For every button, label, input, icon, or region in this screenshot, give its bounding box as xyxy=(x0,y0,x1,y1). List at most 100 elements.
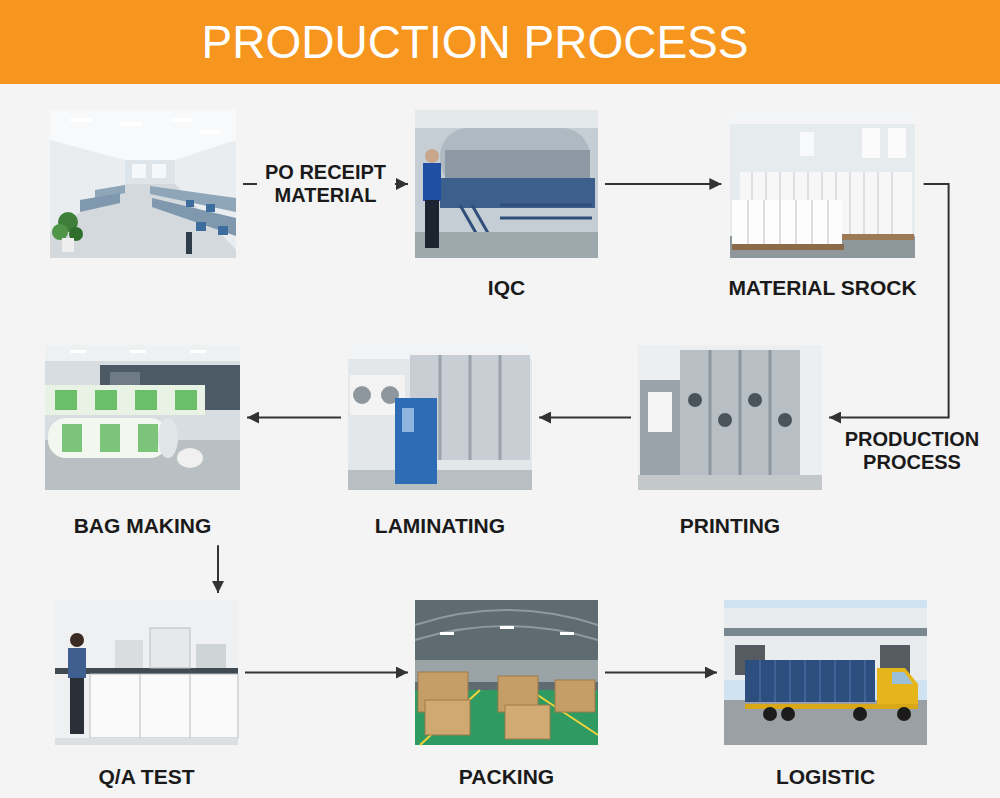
laminating-photo-part xyxy=(402,408,414,432)
logistic-photo-part xyxy=(724,700,927,745)
photo-slot xyxy=(724,600,927,745)
step-caption: Q/A TEST xyxy=(98,765,194,789)
bag-making-photo xyxy=(45,345,240,490)
printing-photo-part xyxy=(638,475,822,490)
bag-making-photo-part xyxy=(95,390,117,410)
material-stock-photo-part xyxy=(800,132,814,156)
qa-test-photo-part xyxy=(70,678,84,734)
flow-arrow xyxy=(829,184,949,418)
iqc-photo-part xyxy=(425,149,439,163)
qa-test-photo-part xyxy=(55,738,238,745)
photo-slot xyxy=(730,110,915,258)
logistic-photo-part xyxy=(745,660,875,702)
packing-photo xyxy=(415,600,598,745)
office-photo xyxy=(50,110,236,258)
bag-making-photo-part xyxy=(175,390,197,410)
packing-photo-part xyxy=(440,632,454,635)
printing-photo-part xyxy=(640,380,680,475)
page-title: PRODUCTION PROCESS xyxy=(0,0,950,84)
edge-label: PRODUCTION PROCESS xyxy=(828,426,996,476)
photo-slot xyxy=(50,110,236,258)
step-caption: LOGISTIC xyxy=(776,765,875,789)
laminating-photo-part xyxy=(440,355,500,460)
laminating-photo-part xyxy=(395,398,437,484)
material-stock-photo-part xyxy=(730,110,915,258)
process-step xyxy=(50,110,236,258)
bag-making-photo-part xyxy=(130,350,146,353)
photo-slot xyxy=(638,345,822,490)
flow-arrow xyxy=(245,672,408,674)
flow-arrow xyxy=(605,183,721,185)
step-caption: IQC xyxy=(488,276,525,300)
bag-making-photo-part xyxy=(138,424,158,452)
packing-photo-part xyxy=(505,705,550,739)
bag-making-photo-part xyxy=(62,424,82,452)
photo-slot xyxy=(415,600,598,745)
office-photo-part xyxy=(132,164,146,178)
edge-label: PO RECEIPT MATERIAL xyxy=(257,159,395,209)
bag-making-photo-part xyxy=(135,390,157,410)
logistic-photo-part xyxy=(853,707,867,721)
title-bar: PRODUCTION PROCESS xyxy=(0,0,1000,84)
iqc-photo-part xyxy=(415,110,598,128)
office-photo-part xyxy=(218,226,228,235)
packing-photo-part xyxy=(555,680,595,712)
office-photo-part xyxy=(62,238,74,252)
process-step: MATERIAL SROCK xyxy=(728,110,916,300)
material-stock-photo-part xyxy=(748,200,828,244)
material-stock-photo-part xyxy=(730,110,915,124)
logistic-photo-part xyxy=(724,600,927,745)
process-step: LOGISTIC xyxy=(724,600,927,789)
office-photo-part xyxy=(125,160,175,184)
flow-arrow xyxy=(605,672,717,674)
bag-making-photo-part xyxy=(45,345,240,361)
material-stock-photo xyxy=(730,110,915,258)
office-photo-part xyxy=(120,122,142,126)
bag-making-photo-part xyxy=(177,448,203,468)
photo-slot xyxy=(45,345,240,490)
laminating-photo-part xyxy=(348,470,532,490)
step-caption: PACKING xyxy=(459,765,554,789)
printing-photo-part xyxy=(680,350,800,475)
packing-photo-part xyxy=(560,632,574,635)
logistic-photo xyxy=(724,600,927,745)
office-photo-part xyxy=(152,164,166,178)
bag-making-photo-part xyxy=(158,418,178,458)
iqc-photo-part xyxy=(425,200,439,248)
photo-slot xyxy=(348,345,532,490)
qa-test-photo-part xyxy=(115,640,143,668)
step-caption: LAMINATING xyxy=(375,514,505,538)
office-photo-part xyxy=(170,118,192,122)
process-step: PACKING xyxy=(415,600,598,789)
packing-photo-part xyxy=(415,610,598,640)
office-photo-part xyxy=(50,184,236,258)
logistic-photo-part xyxy=(897,707,911,721)
iqc-photo xyxy=(415,110,598,258)
printing-photo-part xyxy=(718,413,732,427)
step-caption: BAG MAKING xyxy=(74,514,212,538)
office-photo-part xyxy=(206,204,215,212)
material-stock-photo-part xyxy=(732,244,844,250)
bag-making-photo-part xyxy=(100,424,120,452)
flow-arrow xyxy=(539,417,631,419)
process-step: PRINTING xyxy=(638,345,822,538)
laminating-photo-part xyxy=(353,386,371,404)
process-step: Q/A TEST xyxy=(55,600,238,789)
office-photo-part xyxy=(50,110,236,160)
laminating-photo xyxy=(348,345,532,490)
qa-test-photo-part xyxy=(196,644,226,668)
office-photo-part xyxy=(52,224,68,240)
qa-test-photo-part xyxy=(55,600,238,745)
iqc-photo-part xyxy=(423,163,441,201)
bag-making-photo-part xyxy=(55,390,77,410)
material-stock-photo-part xyxy=(862,128,880,158)
logistic-photo-part xyxy=(760,660,865,702)
bag-making-photo-part xyxy=(70,350,86,353)
office-photo-part xyxy=(80,193,120,212)
printing-photo-part xyxy=(778,413,792,427)
packing-photo-part xyxy=(415,600,598,745)
